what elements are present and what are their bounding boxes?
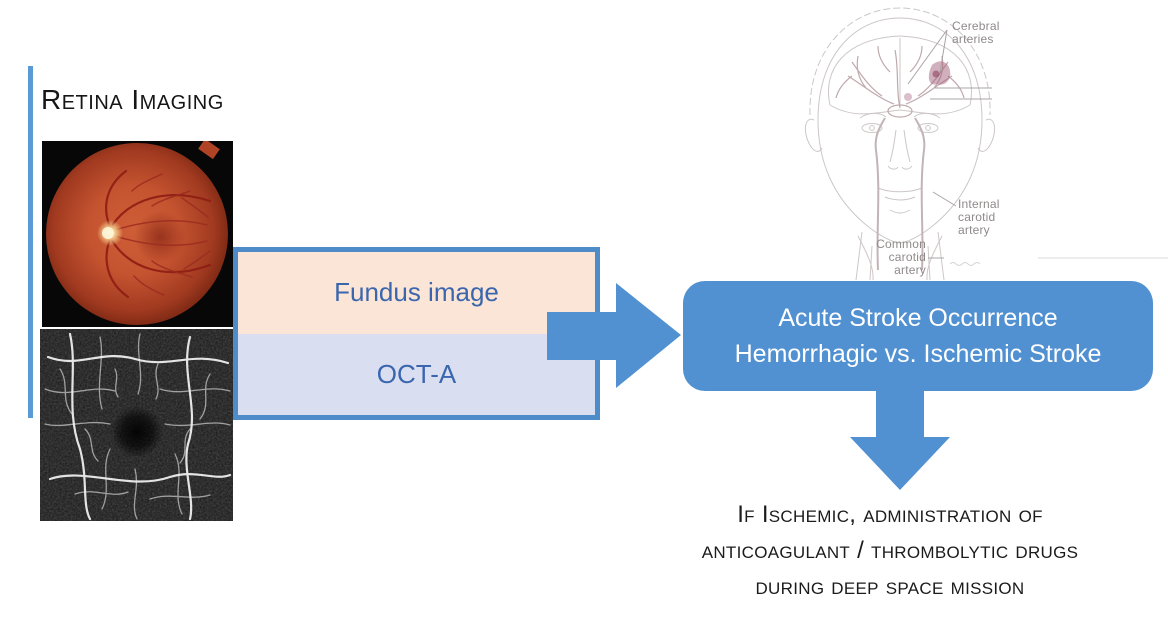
fundus-label: Fundus image [238, 252, 595, 334]
octa-scan-image [40, 329, 233, 521]
consequence-text: If Ischemic, administration of anticoagu… [600, 497, 1168, 605]
outcome-line-1: Acute Stroke Occurrence [778, 304, 1058, 332]
common-carotid-label: Common carotid artery [876, 237, 926, 277]
octa-scan-art [40, 329, 233, 521]
cerebral-arteries-label: Cerebral arteries [952, 19, 1000, 46]
consequence-line-2: anticoagulant / thrombolytic drugs [701, 537, 1079, 564]
fundus-photo-art [42, 138, 233, 327]
modality-label-box: Fundus image OCT-A [233, 247, 600, 420]
signature-squiggle [949, 262, 981, 266]
consequence-line-1: If Ischemic, administration of [737, 501, 1043, 528]
head-illustration: Cerebral arteries Internal carotid arter… [800, 0, 1168, 281]
outcome-line-2: Hemorrhagic vs. Ischemic Stroke [734, 340, 1102, 368]
octa-label: OCT-A [238, 333, 595, 415]
arrow-down-icon [850, 391, 950, 490]
section-title: Retina Imaging [41, 84, 224, 115]
internal-carotid-label: Internal carotid artery [958, 197, 1000, 237]
arrow-right-icon [547, 283, 681, 388]
fundus-photo-image [42, 138, 233, 327]
accent-bar [28, 66, 33, 418]
head-sketch-art [805, 7, 1168, 281]
consequence-line-3: during deep space mission [755, 573, 1025, 600]
outcome-box: Acute Stroke Occurrence Hemorrhagic vs. … [683, 281, 1153, 391]
